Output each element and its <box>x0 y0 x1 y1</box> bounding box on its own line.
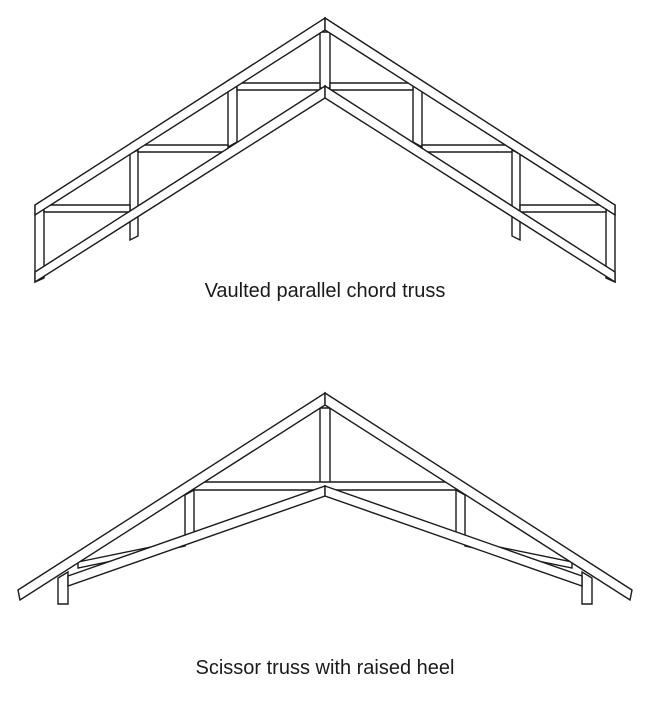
truss-1-caption: Vaulted parallel chord truss <box>205 280 446 302</box>
truss-2-heel-post-right <box>581 570 593 605</box>
truss-1-king-post <box>319 31 331 89</box>
truss-1-top-chord-right <box>324 16 616 217</box>
truss-1-strut-left-1 <box>43 204 131 213</box>
truss-2-king-post <box>319 407 331 486</box>
truss-2-heel-post-left <box>57 570 69 605</box>
truss-1-web-left-1 <box>129 148 139 242</box>
truss-1-web-left-2 <box>227 84 238 149</box>
scissor-truss-raised-heel: Scissor truss with raised heel <box>17 391 633 679</box>
truss-1-strut-right-1 <box>519 204 607 213</box>
vaulted-parallel-chord-truss: Vaulted parallel chord truss <box>34 16 616 302</box>
truss-2-top-chord-right <box>324 391 633 602</box>
truss-2-webs <box>57 407 593 605</box>
truss-2-top-chord-left <box>17 391 326 602</box>
truss-1-strut-left-3 <box>236 82 321 91</box>
truss-1-web-right-2 <box>412 84 423 149</box>
truss-1-bottom-chord-right <box>324 84 616 284</box>
truss-1-strut-right-2 <box>421 144 513 153</box>
truss-1-strut-right-3 <box>329 82 414 91</box>
truss-2-caption: Scissor truss with raised heel <box>196 657 455 679</box>
truss-2-scissor-chord-right <box>324 485 583 587</box>
truss-1-strut-left-2 <box>137 144 229 153</box>
truss-1-web-right-1 <box>511 148 521 242</box>
